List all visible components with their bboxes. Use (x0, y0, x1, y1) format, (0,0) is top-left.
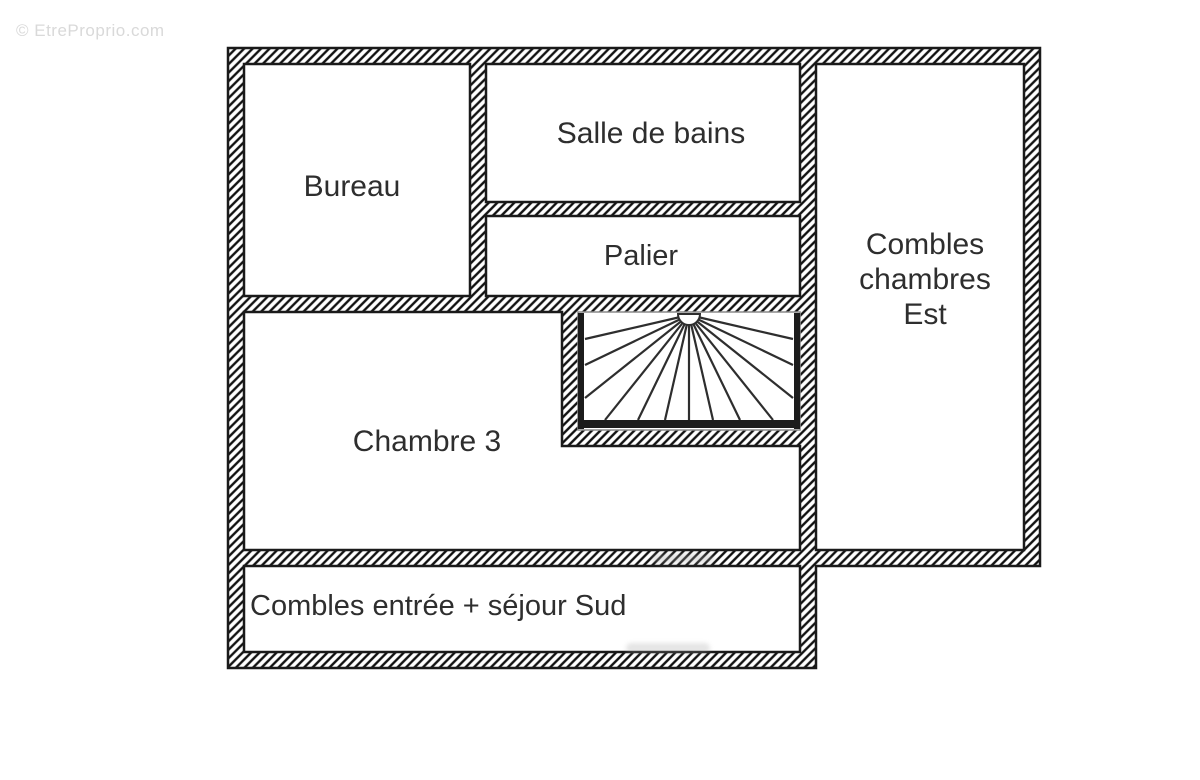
room-label-salle-de-bains: Salle de bains (556, 117, 746, 150)
watermark-text: © EtreProprio.com (16, 21, 165, 40)
stair-newel (676, 313, 702, 326)
staircase (577, 311, 801, 431)
room-label-bureau: Bureau (303, 170, 401, 203)
stair-stringer-bottom (580, 420, 800, 428)
stair-treads (584, 313, 794, 421)
room-label-combles-chambres-est: Combles chambres Est (859, 228, 991, 331)
room-label-combles-entree-sejour-sud: Combles entrée + séjour Sud (250, 590, 627, 622)
room-bureau-area (242, 62, 472, 298)
watermark-smudge (652, 554, 714, 563)
stair-stringer-right (794, 313, 800, 429)
room-salle-de-bains-area (484, 62, 802, 204)
room-label-chambre-3: Chambre 3 (352, 425, 502, 458)
room-palier-area (484, 214, 802, 298)
room-combles-chambres-est-area (814, 62, 1026, 552)
room-combles-entree-sejour-sud-area (242, 564, 802, 654)
stair-stringer-left (578, 313, 584, 429)
room-chambre-3-area (242, 310, 802, 552)
watermark-smudge (626, 643, 710, 653)
room-label-palier: Palier (603, 240, 679, 272)
